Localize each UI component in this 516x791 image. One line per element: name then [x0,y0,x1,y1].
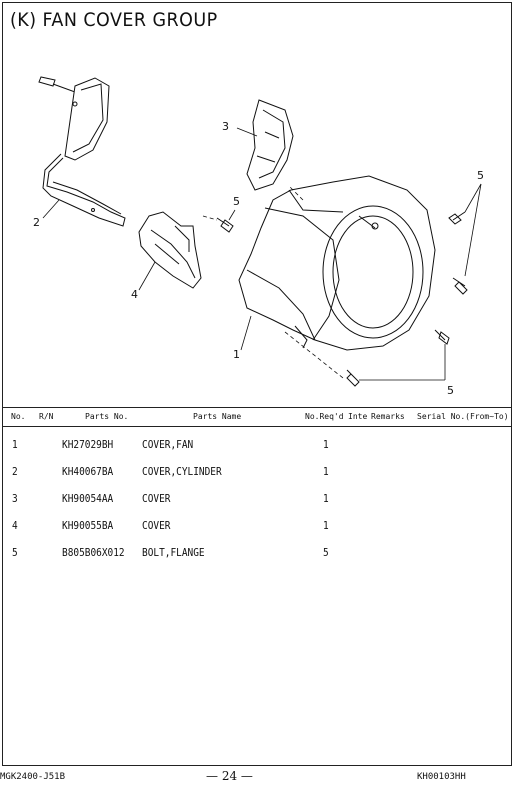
leader-lines [42,127,482,381]
page-number: — 24 — [206,769,253,783]
callout-4: 4 [131,288,138,301]
page-frame [2,2,512,766]
header-remarks: Remarks [371,412,405,421]
header-serial: Serial No.(From~To) [417,412,509,421]
callout-5c: 5 [447,384,454,397]
callout-5b: 5 [477,169,484,182]
row-qty: 1 [323,439,329,451]
page-title: (K) FAN COVER GROUP [10,9,218,31]
callout-1: 1 [233,348,240,361]
parts-table-header: No. R/N Parts No. Parts Name No.Req'd In… [3,407,511,427]
callout-3: 3 [222,120,229,133]
table-row: 4 KH90055BA COVER 1 [3,508,511,535]
row-qty: 1 [323,493,329,505]
row-qty: 5 [323,547,329,559]
header-inte: Inte [348,412,368,421]
table-row: 1 KH27029BH COVER,FAN 1 [3,427,511,454]
row-no: 5 [12,547,18,559]
row-name: COVER,FAN [142,439,194,451]
row-name: COVER,CYLINDER [142,466,222,478]
table-row: 2 KH40067BA COVER,CYLINDER 1 [3,454,511,481]
row-no: 4 [12,520,18,532]
callout-2: 2 [33,216,40,229]
row-parts-no: B805B06X012 [62,547,125,559]
footer-model: MGK2400-J51B [0,772,66,782]
lower-cover-part [138,211,202,289]
parts-table-body: 1 KH27029BH COVER,FAN 1 2 KH40067BA COVE… [3,427,511,562]
row-parts-no: KH40067BA [62,466,114,478]
row-name: BOLT,FLANGE [142,547,205,559]
row-name: COVER [142,493,171,505]
fan-cover-part [238,175,436,351]
row-qty: 1 [323,520,329,532]
row-parts-no: KH90054AA [62,493,114,505]
header-reqd: No.Req'd [305,412,344,421]
header-parts-name: Parts Name [193,412,242,421]
header-rn: R/N [39,412,54,421]
row-no: 3 [12,493,18,505]
table-row: 5 B805B06X012 BOLT,FLANGE 5 [3,535,511,562]
row-parts-no: KH90055BA [62,520,114,532]
exploded-parts-diagram: 2 3 4 1 5 5 5 [33,76,484,397]
flange-bolts [216,211,468,387]
header-no: No. [11,412,26,421]
row-name: COVER [142,520,171,532]
upper-cover-part [246,99,294,191]
header-parts-no: Parts No. [85,412,129,421]
row-parts-no: KH27029BH [62,439,114,451]
row-no: 2 [12,466,18,478]
row-qty: 1 [323,466,329,478]
footer-doc-code: KH00103HH [417,772,466,782]
page-footer: MGK2400-J51B — 24 — KH00103HH [0,768,516,788]
callout-5a: 5 [233,195,240,208]
table-row: 3 KH90054AA COVER 1 [3,481,511,508]
row-no: 1 [12,439,18,451]
cylinder-cover-part [38,76,126,227]
